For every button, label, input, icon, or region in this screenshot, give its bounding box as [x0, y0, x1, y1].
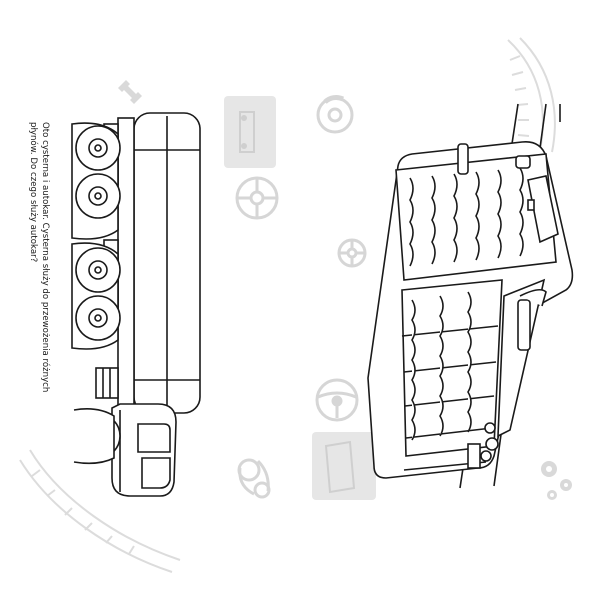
wheel-icon-small — [337, 238, 367, 268]
wheel — [75, 125, 121, 171]
tanker-truck — [71, 112, 201, 497]
gears-icon — [541, 461, 572, 500]
steering-wheel-icon — [315, 378, 359, 422]
thumbnail-tanker — [224, 96, 276, 168]
wheel — [75, 295, 121, 341]
coach-bus — [367, 140, 574, 479]
wheel — [75, 247, 121, 293]
wheel-icon — [235, 176, 279, 220]
thumbnail-coach — [312, 432, 376, 500]
timing-belt-icon — [237, 458, 271, 499]
wheel — [75, 173, 121, 219]
brake-disc-icon — [316, 94, 354, 134]
wrench-icon — [118, 80, 142, 104]
